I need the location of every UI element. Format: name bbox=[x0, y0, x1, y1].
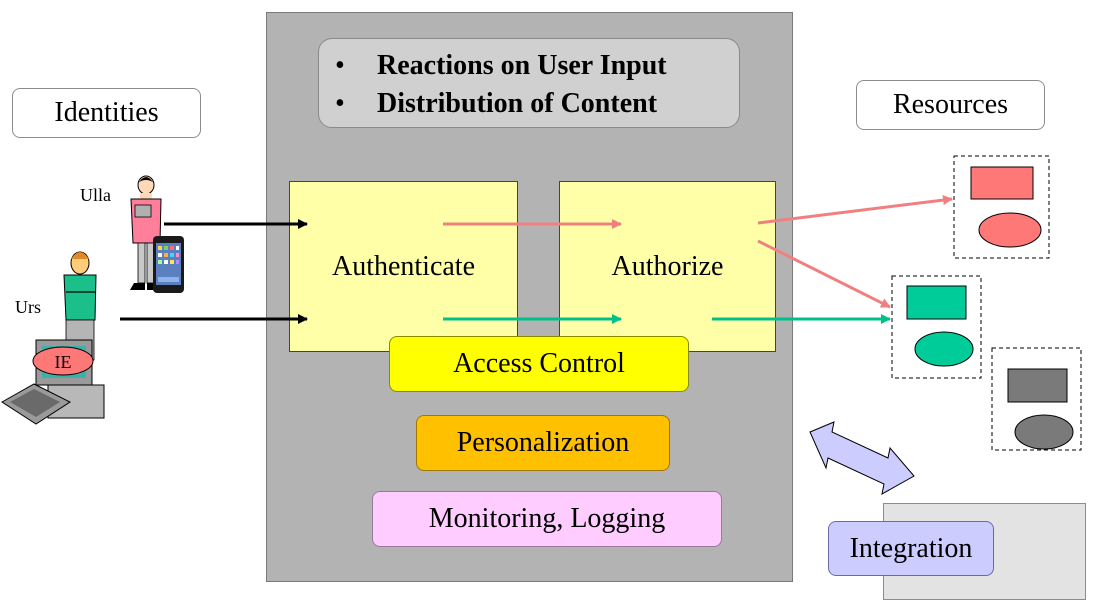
monitoring-logging-label: Monitoring, Logging bbox=[428, 503, 666, 534]
identities-box: Identities bbox=[12, 88, 201, 138]
feature-item: Reactions on User Input bbox=[335, 47, 739, 85]
access-control-label: Access Control bbox=[453, 348, 625, 379]
user-name-urs: Urs bbox=[15, 297, 41, 317]
personalization-label: Personalization bbox=[456, 427, 630, 458]
authenticate-label: Authenticate bbox=[331, 250, 476, 282]
browser-badge-label: IE bbox=[55, 352, 72, 372]
personalization-box: Personalization bbox=[416, 415, 670, 471]
integration-double-arrow-icon bbox=[809, 421, 915, 495]
flow-red-to-resource-1 bbox=[757, 195, 953, 225]
monitoring-logging-box: Monitoring, Logging bbox=[372, 491, 722, 547]
resources-box: Resources bbox=[856, 80, 1045, 130]
access-control-box: Access Control bbox=[389, 336, 689, 392]
ulla-figure-icon bbox=[130, 175, 162, 290]
authenticate-box: Authenticate bbox=[289, 181, 518, 352]
resource-group-red bbox=[953, 155, 1050, 259]
identities-label: Identities bbox=[54, 97, 159, 128]
resource-group-green bbox=[891, 275, 982, 379]
feature-item: Distribution of Content bbox=[335, 85, 739, 123]
flow-red-to-resource-2 bbox=[757, 239, 891, 309]
authorize-label: Authorize bbox=[611, 250, 724, 282]
browser-badge: IE bbox=[32, 346, 94, 376]
resources-label: Resources bbox=[892, 89, 1009, 120]
phone-icon bbox=[153, 236, 184, 293]
features-list-box: Reactions on User Input Distribution of … bbox=[318, 38, 740, 128]
user-name-ulla: Ulla bbox=[80, 185, 111, 205]
authorize-box: Authorize bbox=[559, 181, 776, 352]
resource-group-gray bbox=[991, 347, 1082, 451]
integration-label: Integration bbox=[849, 532, 973, 564]
integration-box: Integration bbox=[828, 521, 994, 576]
